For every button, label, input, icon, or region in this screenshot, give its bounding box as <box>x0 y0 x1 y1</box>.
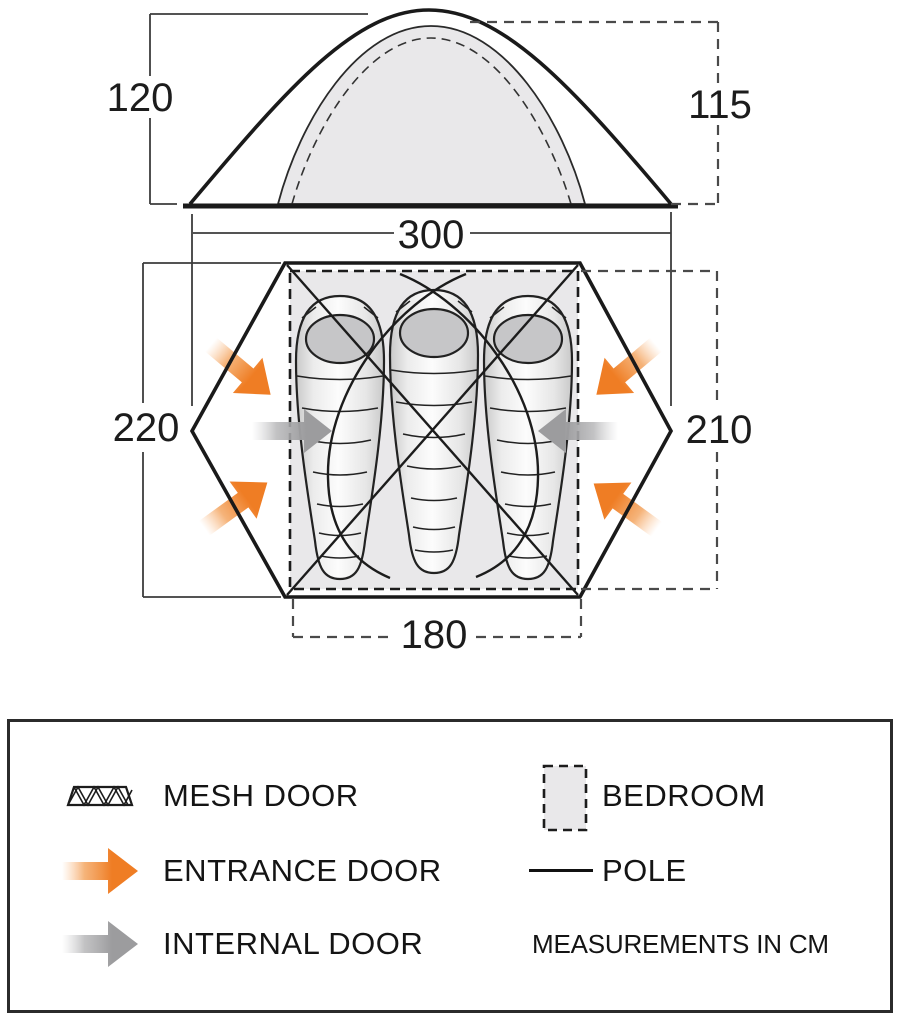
bedroom-swatch-icon <box>542 764 588 832</box>
dim-220-bracket <box>142 262 281 598</box>
dim-115-label: 115 <box>688 83 752 127</box>
side-outer-dome <box>188 8 673 206</box>
internal-door-label: INTERNAL DOOR <box>163 926 424 961</box>
internal-arrow-right <box>538 409 618 453</box>
sleeping-bags <box>294 288 574 581</box>
tent-plan-svg: 120 115 300 <box>107 8 753 657</box>
mesh-door-icon <box>66 785 134 807</box>
internal-door-icon <box>62 921 138 967</box>
pole-lines <box>286 264 579 596</box>
entrance-door-icon <box>62 848 138 894</box>
side-view: 120 115 300 <box>107 8 752 406</box>
side-inner-dome <box>276 25 587 205</box>
floor-plan: 220 210 180 <box>113 261 753 657</box>
legend: MESH DOOR ENTRANCE DOOR INTERNAL DOOR BE… <box>7 719 893 1013</box>
side-inner-dome-dashed <box>291 37 572 205</box>
dim-300-label: 300 <box>398 213 465 257</box>
entrance-arrow-bottom-left <box>198 481 268 536</box>
flysheet-outline <box>189 261 674 599</box>
pole-arc <box>399 272 540 579</box>
measurements-note: MEASUREMENTS IN CM <box>532 929 829 959</box>
mesh-door-label: MESH DOOR <box>163 778 359 813</box>
pole-icon <box>529 869 593 872</box>
pole-arc <box>326 272 467 580</box>
dim-300-lines <box>191 212 672 406</box>
dim-180-bracket <box>291 599 583 639</box>
dim-210-label: 210 <box>686 408 753 452</box>
dim-120-bracket <box>149 13 368 205</box>
entrance-arrow-top-left <box>205 337 271 395</box>
internal-arrow-left <box>252 409 332 453</box>
pole-diagonal <box>286 264 579 596</box>
bedroom-label: BEDROOM <box>602 778 766 813</box>
entrance-arrow-top-right <box>596 337 662 395</box>
internal-door-arrows <box>252 409 618 453</box>
dim-115-bracket <box>470 20 720 206</box>
dim-220-label: 220 <box>113 406 180 450</box>
pole-label: POLE <box>602 853 687 888</box>
dim-180-label: 180 <box>401 613 468 657</box>
dim-120-label: 120 <box>107 76 174 120</box>
entrance-door-label: ENTRANCE DOOR <box>163 853 442 888</box>
bedroom-dashed-border <box>288 269 580 591</box>
dim-210-bracket <box>581 269 719 591</box>
entrance-arrow-bottom-right <box>593 482 663 537</box>
